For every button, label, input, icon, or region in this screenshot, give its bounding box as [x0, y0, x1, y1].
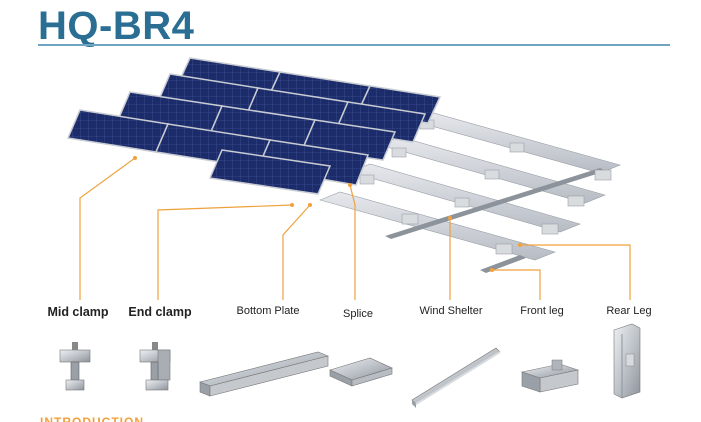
part-label-front-leg: Front leg: [520, 305, 564, 317]
ballast-blocks: [359, 119, 612, 255]
section-heading: INTRODUCTION: [40, 416, 144, 422]
front-leg-icon: [520, 359, 580, 393]
part-label-splice: Splice: [343, 308, 373, 320]
page-title: HQ-BR4: [38, 4, 195, 48]
part-label-rear-leg: Rear Leg: [606, 305, 652, 317]
rear-leg-icon: [613, 323, 641, 399]
part-label-end-clamp: End clamp: [128, 305, 192, 319]
title-underline: [38, 44, 670, 46]
leader-endpoints: [133, 156, 522, 272]
leader-lines: [79, 157, 631, 300]
mounting-system-illustration: [66, 57, 631, 300]
splice-icon: [329, 357, 393, 387]
part-label-wind-shelter: Wind Shelter: [419, 305, 483, 317]
mid-clamp-icon: [59, 342, 91, 391]
end-clamp-icon: [139, 342, 171, 391]
bottom-plate-icon: [199, 351, 329, 397]
wind-shelter-icon: [411, 347, 501, 408]
part-label-mid-clamp: Mid clamp: [47, 305, 109, 319]
solar-panel-array: [66, 57, 442, 195]
part-label-bottom-plate: Bottom Plate: [236, 305, 300, 317]
parts-gallery: [59, 323, 641, 408]
